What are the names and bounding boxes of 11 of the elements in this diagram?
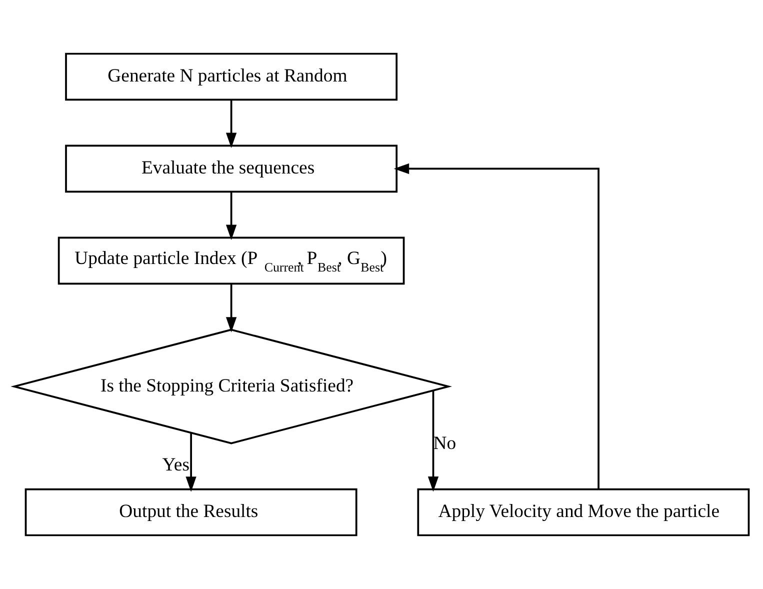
node-box: Generate N particles at Random — [65, 52, 398, 101]
arrow — [226, 100, 237, 148]
node-box: Apply Velocity and Move the particle — [417, 488, 750, 536]
arrow — [226, 192, 237, 240]
arrow — [186, 433, 196, 492]
arrow — [428, 390, 439, 492]
arrow — [394, 163, 600, 490]
node-box: Output the Results — [24, 488, 358, 536]
edge-label: Yes — [162, 454, 190, 476]
node-box: Evaluate the sequences — [65, 144, 398, 193]
arrow — [226, 284, 237, 332]
